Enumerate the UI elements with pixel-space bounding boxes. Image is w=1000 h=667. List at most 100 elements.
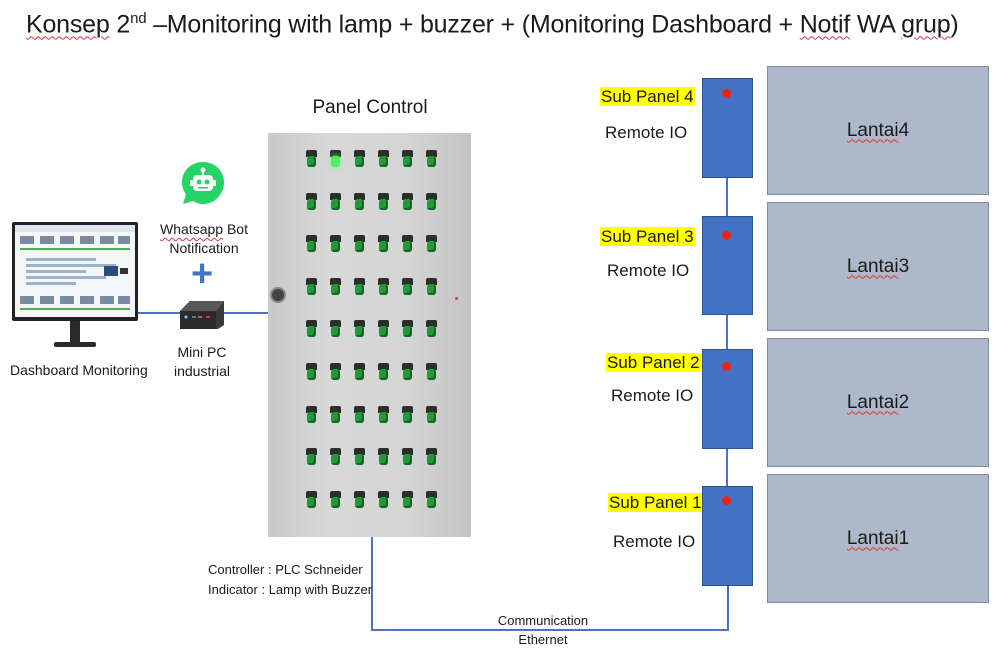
panel-specs: Controller : PLC Schneider Indicator : L… xyxy=(208,560,372,600)
panel-push-button xyxy=(426,320,437,340)
indicator-label: Indicator : Lamp with Buzzer xyxy=(208,582,373,597)
panel-push-button xyxy=(378,362,389,383)
floor-4-num: 4 xyxy=(898,119,910,141)
panel-push-button xyxy=(306,362,317,383)
panel-push-button xyxy=(378,320,389,340)
panel-push-button xyxy=(306,150,317,170)
panel-push-button xyxy=(354,405,365,426)
panel-control-title: Panel Control xyxy=(312,97,428,118)
title-word-konsep: Konsep xyxy=(26,10,110,39)
monitor-icon xyxy=(12,222,138,347)
panel-push-button xyxy=(330,192,341,213)
panel-push-button xyxy=(306,192,317,213)
floor-2-word: Lantai xyxy=(846,391,899,413)
sub-panel-3-remote: Remote IO xyxy=(607,261,690,280)
mini-pc xyxy=(178,297,226,331)
panel-control-cabinet xyxy=(268,133,471,537)
panel-push-button xyxy=(378,235,389,255)
panel-push-button xyxy=(402,192,413,213)
panel-push-button xyxy=(354,490,365,511)
floor-1-word: Lantai xyxy=(846,527,899,549)
panel-push-button xyxy=(330,362,341,383)
sub-panel-2-label-group: Sub Panel 2 xyxy=(606,353,701,373)
controller-label: Controller : PLC Schneider xyxy=(208,562,363,577)
sub-panel-2-label: Sub Panel 2 xyxy=(606,353,701,372)
panel-push-button xyxy=(402,277,413,298)
mini-pc-label-line1: Mini PC xyxy=(177,344,227,360)
floor-3: Lantai 3 xyxy=(767,202,989,331)
panel-push-button xyxy=(330,277,341,298)
sub-panel-3-label: Sub Panel 3 xyxy=(600,227,695,246)
floor-1-num: 1 xyxy=(898,527,910,549)
panel-push-button xyxy=(402,320,413,340)
panel-push-button xyxy=(426,192,437,213)
floor-4-word: Lantai xyxy=(846,119,899,141)
sub-panel-3-label-group: Sub Panel 3 xyxy=(600,227,695,247)
panel-push-button xyxy=(378,405,389,426)
sub-panel-1-indicator xyxy=(722,496,731,505)
floor-2: Lantai 2 xyxy=(767,338,989,467)
plus-sign: + xyxy=(191,253,214,295)
panel-push-button xyxy=(402,405,413,426)
link-ethernet-bottom xyxy=(371,629,729,631)
link-panel-down xyxy=(371,537,373,631)
whatsapp-label-line2: Notification xyxy=(169,240,239,256)
panel-push-button xyxy=(306,235,317,255)
panel-push-button xyxy=(306,448,317,468)
floor-4: Lantai 4 xyxy=(767,66,989,195)
mini-pc-label: Mini PC industrial xyxy=(160,343,244,381)
panel-push-button xyxy=(354,235,365,255)
panel-push-button xyxy=(306,320,317,340)
panel-push-button xyxy=(426,405,437,426)
panel-push-button xyxy=(330,448,341,468)
communication-line1: Communication xyxy=(497,613,589,628)
link-subpanel1-down xyxy=(727,584,729,631)
panel-push-button xyxy=(330,320,341,340)
title-word-notif: Notif xyxy=(799,10,851,39)
mini-pc-icon xyxy=(180,301,224,329)
panel-push-button xyxy=(330,150,341,170)
panel-push-button xyxy=(354,320,365,340)
diagram-title: Konsep 2nd –Monitoring with lamp + buzze… xyxy=(26,10,959,39)
panel-push-button xyxy=(378,150,389,170)
panel-push-button xyxy=(426,490,437,511)
panel-push-button xyxy=(330,235,341,255)
floor-2-num: 2 xyxy=(898,391,910,413)
panel-push-button xyxy=(354,192,365,213)
whatsapp-bot xyxy=(180,160,226,206)
panel-push-button xyxy=(354,448,365,468)
floor-3-word: Lantai xyxy=(846,255,899,277)
panel-push-button xyxy=(378,277,389,298)
title-word-wa: WA xyxy=(850,10,902,39)
sub-panel-4-label: Sub Panel 4 xyxy=(600,87,695,106)
panel-push-button xyxy=(402,150,413,170)
dashboard-label: Dashboard Monitoring xyxy=(10,362,148,378)
whatsapp-bot-word: Bot xyxy=(223,221,248,237)
panel-key-switch xyxy=(270,287,286,303)
title-sup: nd xyxy=(130,10,147,27)
sub-panel-1-remote: Remote IO xyxy=(613,532,696,551)
panel-push-button xyxy=(402,362,413,383)
panel-push-button xyxy=(426,448,437,468)
link-subpanel-2-1 xyxy=(726,448,728,487)
floor-1: Lantai 1 xyxy=(767,474,989,603)
link-monitor-minipc xyxy=(137,312,182,314)
panel-push-button xyxy=(402,490,413,511)
mini-pc-label-line2: industrial xyxy=(173,363,231,379)
link-minipc-panel xyxy=(224,312,270,314)
panel-push-button xyxy=(426,277,437,298)
title-word-grup: grup xyxy=(901,10,951,39)
panel-push-button xyxy=(306,490,317,511)
panel-push-button xyxy=(354,277,365,298)
sub-panel-2-indicator xyxy=(722,362,731,371)
whatsapp-label-line1: Whatsapp Bot xyxy=(154,220,254,239)
panel-marker xyxy=(455,297,458,300)
button-grid xyxy=(306,150,446,524)
sub-panel-3-indicator xyxy=(722,231,731,240)
panel-push-button xyxy=(426,235,437,255)
panel-push-button xyxy=(354,150,365,170)
communication-line2: Ethernet xyxy=(518,632,568,647)
link-subpanel-3-2 xyxy=(726,313,728,350)
panel-push-button xyxy=(426,362,437,383)
panel-push-button xyxy=(402,448,413,468)
